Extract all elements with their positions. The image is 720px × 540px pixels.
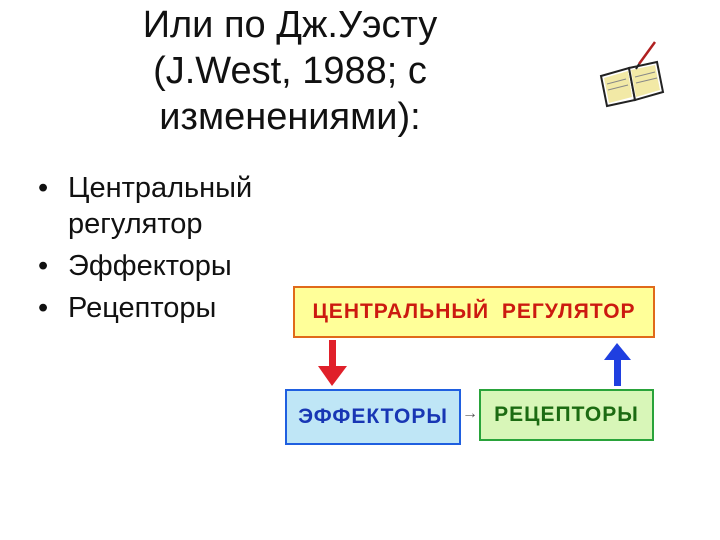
list-item-text: Рецепторы bbox=[68, 292, 217, 324]
title-line-2: (J.West, 1988; с bbox=[153, 50, 427, 92]
list-item: • Рецепторы bbox=[38, 290, 308, 326]
down-arrow-icon bbox=[318, 340, 347, 386]
title-line-1: Или по Дж.Уэсту bbox=[142, 4, 438, 46]
list-item: • Эффекторы bbox=[38, 248, 308, 284]
list-item-text-continued: регулятор bbox=[68, 208, 203, 240]
list-item-text: Эффекторы bbox=[68, 250, 232, 282]
title-line-3: изменениями): bbox=[159, 96, 421, 138]
open-book-with-pen-icon bbox=[599, 41, 665, 108]
bullet-symbol: • bbox=[38, 292, 49, 324]
effectors-to-receptors-arrow: → bbox=[462, 405, 478, 422]
bullet-symbol: • bbox=[38, 250, 49, 282]
bullet-list: • Центральный регулятор • Эффекторы • Ре… bbox=[38, 170, 308, 332]
receptors-box: РЕЦЕПТОРЫ bbox=[479, 389, 654, 441]
bullet-symbol: • bbox=[38, 172, 49, 204]
list-item: • Центральный регулятор bbox=[38, 170, 308, 242]
slide-title: Или по Дж.Уэсту (J.West, 1988; с изменен… bbox=[40, 2, 540, 140]
list-item-text: Центральный bbox=[68, 172, 253, 204]
central-regulator-box: ЦЕНТРАЛЬНЫЙ РЕГУЛЯТОР bbox=[293, 286, 655, 338]
up-arrow-icon bbox=[604, 343, 631, 386]
effectors-box: ЭФФЕКТОРЫ bbox=[285, 389, 461, 445]
